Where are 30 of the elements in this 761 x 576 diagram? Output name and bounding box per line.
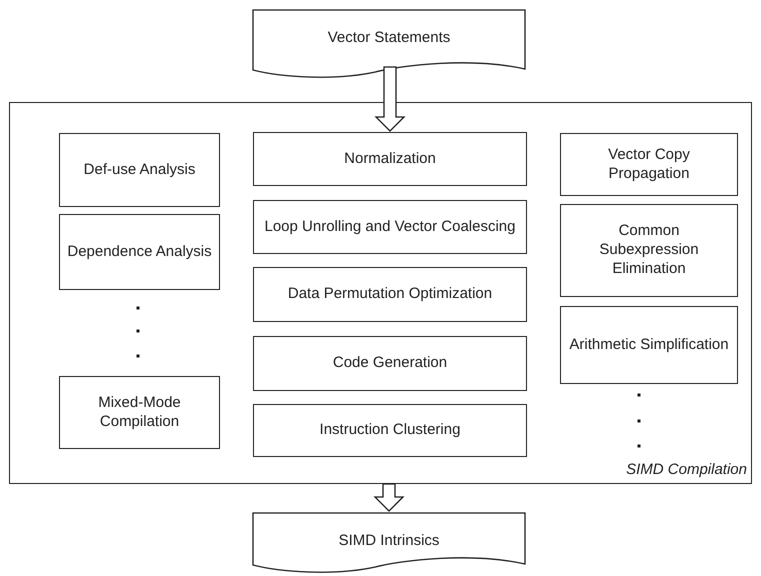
process-box bbox=[560, 204, 738, 297]
process-box bbox=[59, 214, 220, 290]
process-box bbox=[253, 267, 527, 322]
process-box bbox=[560, 306, 738, 384]
box-label: Def-use Analysis bbox=[82, 160, 196, 180]
process-box bbox=[253, 200, 527, 254]
document-shape bbox=[252, 9, 526, 79]
box-label: Loop Unrolling and Vector Coalescing bbox=[264, 218, 516, 236]
box-label: Data Permutation Optimization bbox=[286, 285, 494, 304]
box-label: Code Generation bbox=[332, 354, 448, 373]
box-label: Vector Statements bbox=[326, 29, 452, 48]
box-label: Vector Copy Propagation bbox=[607, 146, 691, 184]
box-label: SIMD Intrinsics bbox=[338, 532, 440, 551]
hollow-arrow bbox=[373, 483, 405, 512]
box-label: Common Subexpression Elimination bbox=[598, 222, 700, 279]
process-box bbox=[253, 132, 527, 186]
process-box bbox=[59, 133, 220, 207]
process-box bbox=[560, 133, 738, 196]
box-label: Arithmetic Simplification bbox=[568, 336, 730, 354]
document-shape bbox=[252, 512, 526, 574]
box-label: Mixed-Mode Compilation bbox=[97, 394, 182, 432]
process-box bbox=[253, 404, 527, 457]
process-box bbox=[59, 376, 220, 449]
frame-label: SIMD Compilation bbox=[626, 461, 747, 480]
box-label: Dependence Analysis bbox=[66, 242, 213, 262]
box-label: Normalization bbox=[343, 150, 437, 168]
box-label: Instruction Clustering bbox=[318, 421, 462, 440]
process-box bbox=[253, 336, 527, 391]
group-frame bbox=[9, 102, 752, 484]
hollow-arrow bbox=[374, 66, 406, 132]
